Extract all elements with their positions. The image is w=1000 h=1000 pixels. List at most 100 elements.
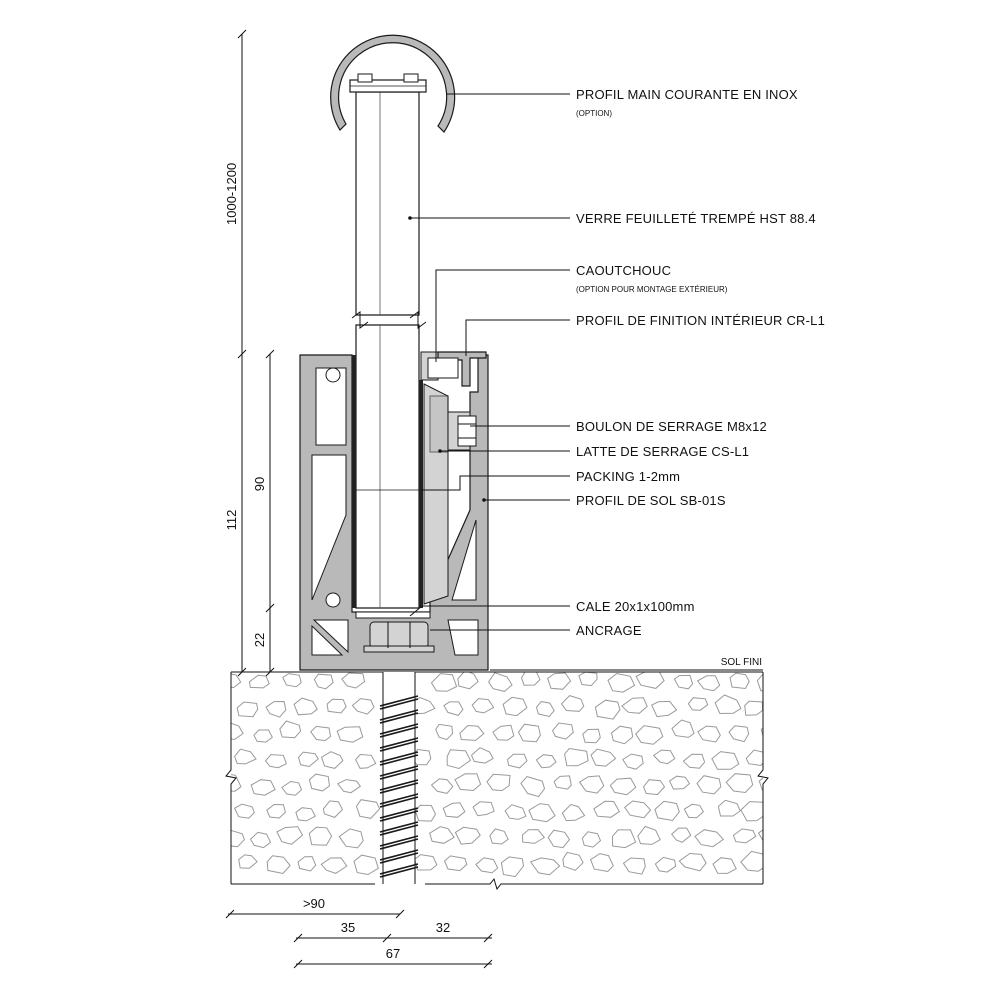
concrete-stone — [353, 854, 379, 876]
concrete-stone — [429, 826, 455, 844]
concrete-stone — [683, 803, 705, 819]
concrete-stone — [553, 775, 572, 790]
concrete-stone — [253, 729, 273, 743]
concrete-stone — [529, 857, 561, 876]
concrete-stone — [233, 803, 255, 819]
thread-mark — [379, 723, 419, 738]
concrete-stone — [351, 698, 375, 715]
label-clamp-strip: LATTE DE SERRAGE CS-L1 — [576, 444, 749, 459]
shim — [355, 611, 431, 619]
concrete-stone — [248, 674, 270, 689]
concrete-stone — [535, 701, 555, 718]
anchor-rod — [379, 672, 419, 884]
concrete-stone — [757, 829, 763, 842]
concrete-stone — [500, 856, 525, 878]
concrete-stone — [668, 775, 691, 790]
thread-mark — [379, 807, 419, 822]
concrete-stone — [561, 803, 586, 822]
leader-lines — [408, 93, 570, 631]
concrete-stone — [547, 672, 572, 690]
concrete-stone — [564, 747, 589, 767]
concrete-stone — [687, 697, 709, 711]
concrete-stone — [758, 777, 763, 791]
label-anchor: ANCRAGE — [576, 623, 642, 638]
concrete-stone — [607, 672, 636, 693]
concrete-stone — [589, 853, 614, 873]
thread-mark — [379, 863, 419, 878]
thread-mark — [379, 849, 419, 864]
concrete-stone — [443, 855, 468, 872]
thread-mark — [379, 821, 419, 836]
concrete-stone — [745, 749, 763, 767]
thread-mark — [379, 779, 419, 794]
concrete-stone — [610, 725, 634, 745]
thread-mark — [379, 835, 419, 850]
concrete-stone — [547, 829, 571, 849]
concrete-stone — [354, 753, 377, 769]
concrete-stone — [502, 696, 528, 717]
thread-mark — [379, 709, 419, 724]
anchor-washer — [363, 645, 435, 653]
thread-mark — [379, 737, 419, 752]
concrete-stone — [308, 826, 333, 846]
concrete-slab — [225, 671, 769, 891]
label-floor: SOL FINI — [721, 657, 762, 668]
dim-base-height: 22 — [252, 633, 267, 647]
thread-mark — [379, 695, 419, 710]
concrete-stone — [443, 701, 464, 716]
concrete-stone — [341, 672, 366, 689]
handrail-profile — [330, 34, 456, 133]
concrete-stone — [728, 725, 750, 743]
concrete-stone — [694, 829, 725, 848]
concrete-stone — [470, 747, 494, 764]
concrete-stone — [673, 674, 694, 690]
label-finish-profile: PROFIL DE FINITION INTÉRIEUR CR-L1 — [576, 313, 825, 328]
concrete-stone — [236, 701, 259, 718]
concrete-stone — [740, 850, 763, 872]
concrete-stone — [643, 779, 666, 796]
concrete-stone — [430, 673, 458, 692]
concrete-stone — [471, 698, 495, 714]
concrete-stone — [297, 751, 319, 768]
concrete-stone — [454, 826, 481, 845]
concrete-stone — [238, 854, 258, 869]
concrete-stone — [266, 803, 286, 819]
concrete-stone — [507, 753, 528, 769]
concrete-stone — [336, 726, 364, 743]
concrete-stone — [264, 754, 288, 769]
concrete-stone — [231, 774, 242, 792]
concrete-stone — [282, 673, 302, 688]
dim-total-height: 1000-1200 — [224, 163, 239, 225]
concrete-stone — [486, 773, 511, 792]
glass-panel — [351, 91, 427, 609]
concrete-stone — [654, 800, 680, 822]
concrete-stone — [635, 725, 664, 745]
concrete-stone — [320, 857, 348, 874]
concrete-stone — [714, 694, 742, 715]
dim-profile-height: 112 — [224, 510, 239, 531]
concrete-stone — [308, 773, 331, 792]
concrete-stone — [712, 857, 737, 874]
concrete-stone — [297, 856, 317, 872]
concrete-stone — [760, 727, 763, 738]
concrete-stone — [637, 825, 661, 845]
concrete-stone — [528, 803, 556, 823]
concrete-stone — [696, 675, 721, 692]
concrete-stone — [651, 700, 678, 718]
packing-left — [352, 355, 356, 608]
concrete-stone — [578, 672, 598, 687]
concrete-stone — [231, 722, 244, 740]
dimension-text: 1000-1200 112 90 22 >90 35 32 67 — [224, 163, 450, 961]
concrete-texture — [231, 672, 763, 878]
concrete-stone — [732, 828, 757, 844]
concrete-stone — [696, 775, 722, 795]
label-shim: CALE 20x1x100mm — [576, 599, 695, 614]
concrete-stone — [717, 799, 741, 817]
concrete-stone — [594, 699, 621, 720]
anchor-threads — [379, 695, 419, 878]
concrete-stone — [231, 829, 245, 848]
concrete-stone — [250, 779, 276, 796]
concrete-stone — [234, 748, 257, 765]
concrete-stone — [622, 753, 644, 770]
